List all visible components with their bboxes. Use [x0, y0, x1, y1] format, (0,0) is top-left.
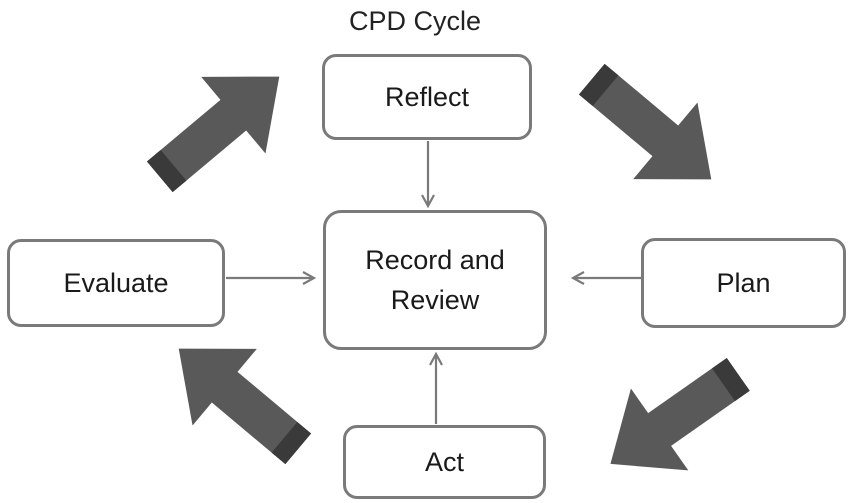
node-reflect-label: Reflect: [384, 82, 470, 112]
cycle-arrow-reflect-to-plan: [578, 63, 712, 180]
cycle-arrow-evaluate-to-reflect: [146, 76, 280, 193]
node-plan-label: Plan: [716, 268, 771, 298]
node-act: Act: [343, 425, 546, 499]
cycle-arrow-act-to-evaluate: [178, 348, 312, 465]
node-plan: Plan: [641, 238, 846, 328]
node-evaluate: Evaluate: [7, 239, 225, 327]
node-record-and-review-label: Record and Review: [365, 245, 505, 315]
node-act-label: Act: [424, 447, 464, 477]
node-reflect: Reflect: [322, 54, 532, 140]
node-record-and-review: Record and Review: [323, 210, 547, 350]
node-evaluate-label: Evaluate: [63, 268, 169, 298]
cycle-arrow-plan-to-act: [610, 358, 750, 471]
diagram-title: CPD Cycle: [348, 6, 482, 36]
